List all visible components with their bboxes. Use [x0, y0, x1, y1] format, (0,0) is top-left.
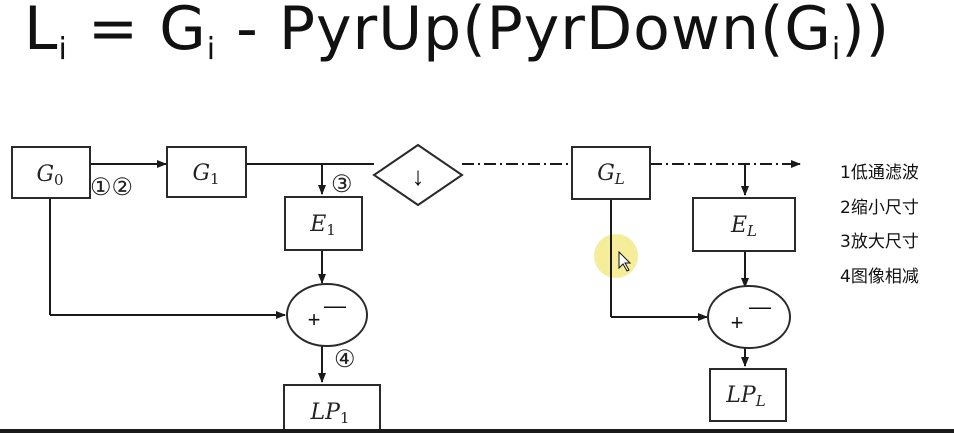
- mouse-cursor-icon: [618, 250, 632, 272]
- step-marker-3: ③: [331, 170, 353, 198]
- subtract-node-l: + —: [707, 285, 791, 349]
- legend-item-2: 2缩小尺寸: [840, 198, 919, 218]
- el-box: EL: [692, 197, 796, 252]
- gl-box: GL: [571, 146, 651, 200]
- svg-text:EL: EL: [730, 213, 757, 240]
- step-marker-12: ①②: [90, 173, 133, 201]
- down-arrow-icon: ↓: [412, 161, 425, 191]
- g1-box: G1: [166, 146, 247, 198]
- lpl-box: LPL: [709, 368, 787, 422]
- svg-text:—: —: [324, 293, 346, 318]
- downsample-diamond: ↓: [372, 143, 464, 207]
- svg-text:E1: E1: [309, 212, 336, 239]
- svg-text:GL: GL: [597, 161, 625, 188]
- laplacian-formula: Li = Gi - PyrUp(PyrDown(Gi)): [24, 0, 891, 67]
- svg-text:+: +: [308, 307, 321, 332]
- lp1-box: LP1: [283, 384, 381, 433]
- bottom-border: [0, 429, 954, 433]
- svg-text:LPL: LPL: [725, 383, 765, 410]
- e1-box: E1: [284, 196, 363, 251]
- legend-item-4: 4图像相减: [840, 267, 919, 287]
- svg-text:LP1: LP1: [310, 400, 350, 427]
- step-marker-4: ④: [334, 345, 356, 373]
- subtract-node-1: + —: [286, 283, 368, 347]
- legend-item-3: 3放大尺寸: [840, 232, 919, 252]
- svg-text:G0: G0: [36, 162, 63, 189]
- svg-text:G1: G1: [192, 161, 219, 188]
- legend-item-1: 1低通滤波: [840, 163, 919, 183]
- svg-text:—: —: [749, 294, 771, 319]
- svg-text:+: +: [731, 310, 744, 335]
- cursor-highlight: [594, 234, 638, 278]
- g0-box: G0: [11, 146, 91, 199]
